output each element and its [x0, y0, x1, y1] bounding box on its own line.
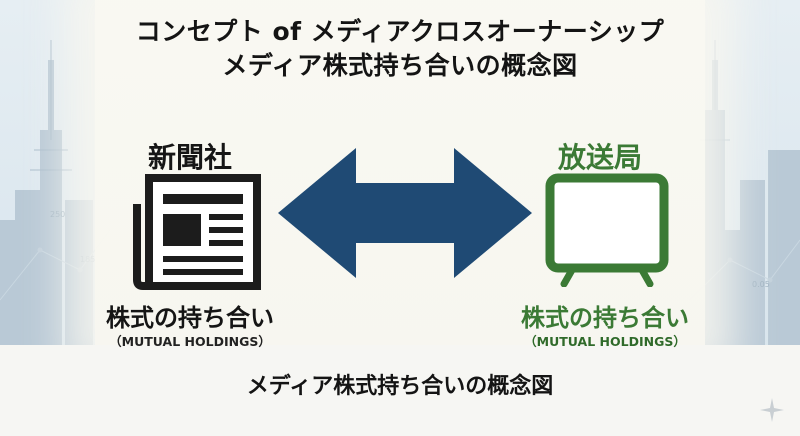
bg-number-250: 250 — [50, 210, 65, 219]
newspaper-title: 新聞社 — [147, 141, 232, 174]
caption-band — [0, 345, 800, 436]
broadcaster-title: 放送局 — [557, 141, 642, 174]
sparkle-icon — [760, 398, 784, 422]
broadcaster-holdings-en: （MUTUAL HOLDINGS） — [524, 334, 686, 349]
diagram-caption: メディア株式持ち合いの概念図 — [246, 374, 554, 399]
tv-icon — [545, 173, 669, 287]
page-title-line1: コンセプト of メディアクロスオーナーシップ — [135, 17, 665, 46]
newspaper-holdings-label: 株式の持ち合い — [106, 304, 274, 332]
broadcaster-holdings-label: 株式の持ち合い — [521, 304, 689, 332]
double-arrow-icon — [278, 148, 532, 278]
bg-number-005: 0.05 — [752, 280, 770, 289]
page-title-line2: メディア株式持ち合いの概念図 — [222, 51, 578, 80]
newspaper-holdings-en: （MUTUAL HOLDINGS） — [109, 334, 271, 349]
bg-number-185: 185 — [80, 255, 95, 264]
newspaper-icon — [133, 174, 261, 290]
